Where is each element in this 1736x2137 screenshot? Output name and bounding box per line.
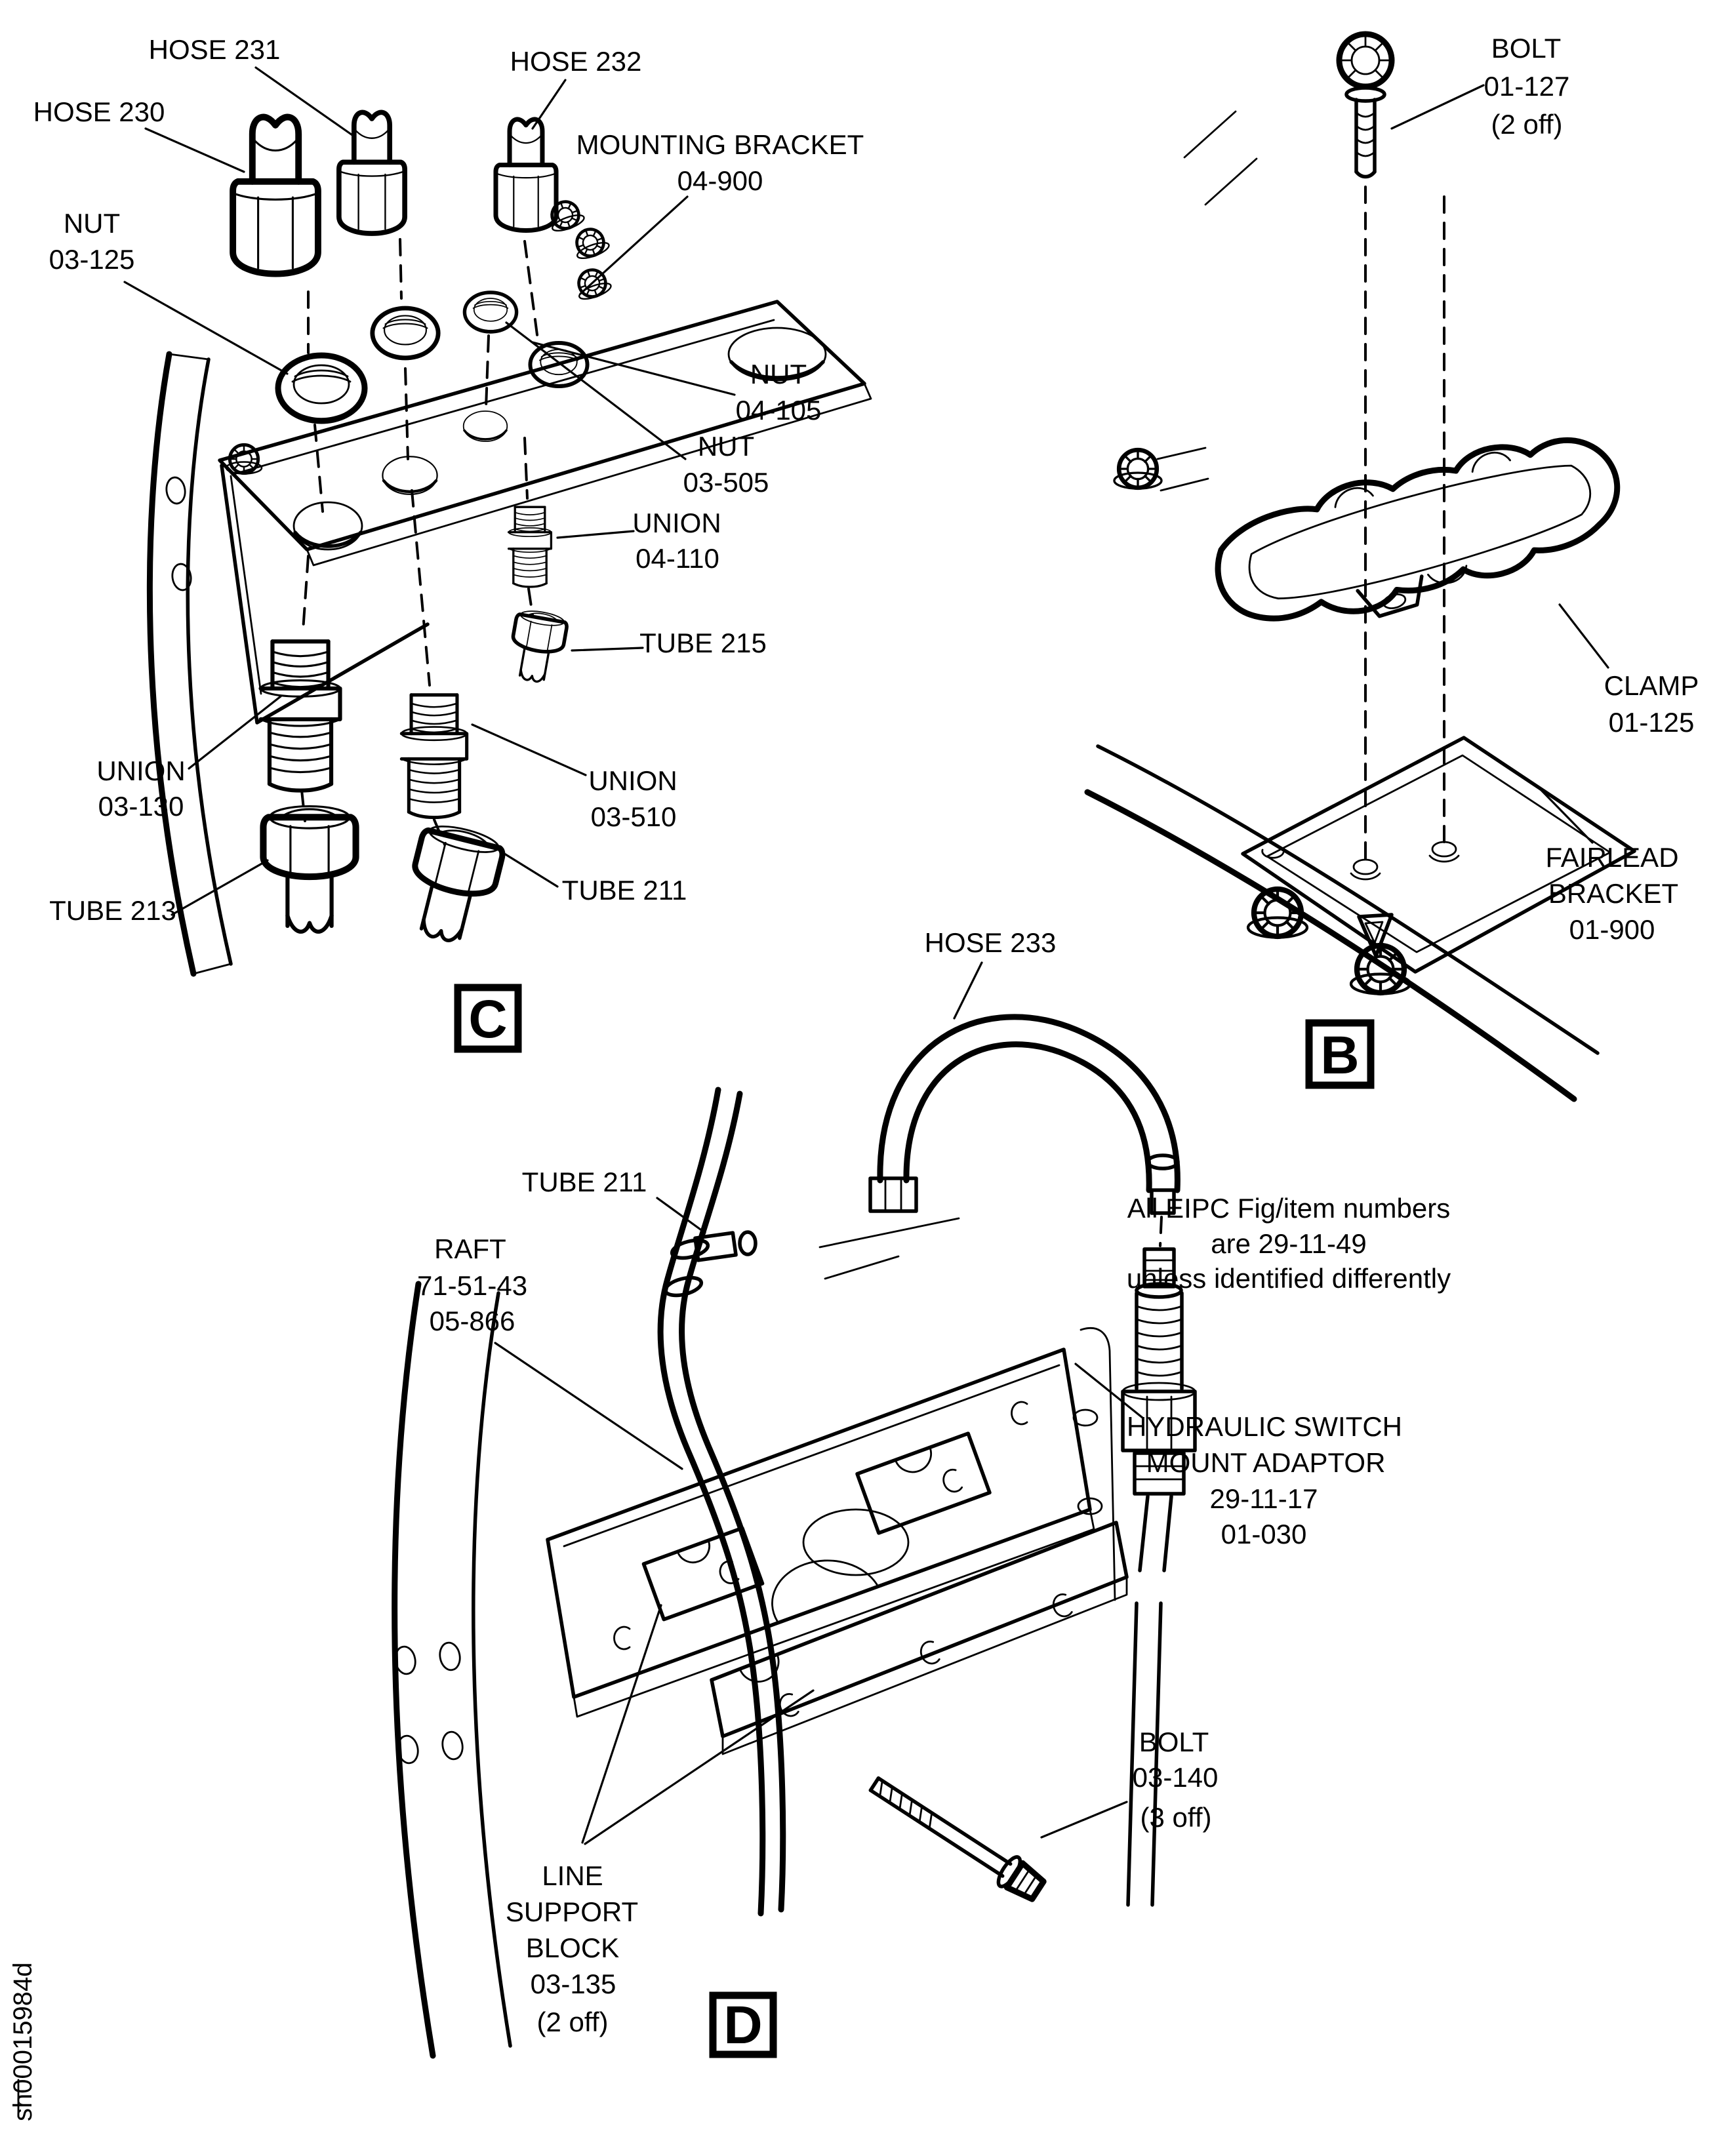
label-hsma-3: 29-11-17	[1209, 1483, 1318, 1514]
label-hose-232: HOSE 232	[510, 46, 642, 77]
frame-rail-b	[1084, 744, 1600, 1102]
label-lsb-2: SUPPORT	[506, 1896, 638, 1927]
label-bolt-01-127-qty: (2 off)	[1491, 109, 1563, 140]
label-tube-215: TUBE 215	[639, 628, 767, 658]
label-union-03-130-num: 03-130	[98, 791, 184, 822]
clamp-end-bolt-icon	[1114, 450, 1161, 489]
fairlead-bracket-drawing	[1241, 736, 1636, 974]
label-nut-03-125: NUT	[64, 208, 120, 239]
rail-nut-icon	[1248, 889, 1307, 938]
label-bolt-03-140-num: 03-140	[1133, 1762, 1219, 1793]
airframe-member-d	[392, 1281, 512, 2059]
hose-231-fitting	[339, 112, 405, 233]
tube-215-drawing	[506, 608, 569, 685]
label-hsma-1: HYDRAULIC SWITCH	[1127, 1411, 1402, 1442]
section-d: HOSE 233 TUBE 211 RAFT 71-51-43 05-866 A…	[392, 927, 1451, 2059]
raft-drawing	[546, 1217, 1116, 1718]
airframe-member-c	[146, 351, 262, 977]
label-union-04-110-num: 04-110	[636, 543, 719, 574]
label-tube-211-c: TUBE 211	[562, 875, 687, 906]
label-lsb-3: BLOCK	[526, 1932, 619, 1963]
nut-03-505-drawing	[464, 292, 516, 332]
panel-b-box	[1305, 1019, 1375, 1089]
label-lsb-5: (2 off)	[537, 2007, 609, 2037]
note-line-3: unless identified differently	[1127, 1263, 1451, 1294]
mounting-bracket-drawing	[218, 197, 872, 725]
panel-d-box	[709, 1991, 777, 2058]
panel-d-marker: D	[723, 1995, 762, 2055]
label-nut-04-105: NUT	[750, 359, 807, 389]
hose-232-fitting	[496, 119, 556, 231]
bolt-03-140-drawing	[868, 1776, 1047, 1902]
panel-c-box	[454, 984, 522, 1053]
label-mounting-bracket: MOUNTING BRACKET	[576, 129, 864, 160]
label-mounting-bracket-num: 04-900	[677, 165, 763, 196]
section-b: BOLT 01-127 (2 off) CLAMP 01-125 FAIRLEA…	[1084, 33, 1699, 1102]
label-union-04-110: UNION	[632, 508, 721, 538]
label-bolt-03-140-qty: (3 off)	[1141, 1802, 1212, 1833]
footer: sh00015984d	[9, 1963, 37, 2121]
hose-233-drawing	[868, 1014, 1181, 1247]
leader-lines-d	[494, 961, 1144, 1845]
label-nut-03-505-num: 03-505	[683, 467, 769, 498]
bolt-01-127-drawing	[1339, 34, 1392, 177]
union-04-110-drawing	[507, 506, 553, 588]
label-hose-233: HOSE 233	[925, 927, 1057, 958]
panel-b-marker: B	[1320, 1026, 1359, 1085]
label-raft-num: 05-866	[430, 1306, 515, 1336]
label-tube-213: TUBE 213	[49, 895, 176, 926]
hydraulic-switch-mount-adaptor-drawing	[1121, 1247, 1197, 1907]
label-union-03-510: UNION	[588, 765, 677, 796]
line-support-block-upper2	[855, 1431, 992, 1535]
union-03-130-drawing	[261, 641, 340, 790]
note-line-1: All EIPC Fig/item numbers	[1127, 1193, 1450, 1224]
union-03-510-drawing	[401, 695, 466, 818]
label-tube-211-d: TUBE 211	[522, 1167, 647, 1197]
label-raft: RAFT	[434, 1233, 506, 1264]
label-union-03-510-num: 03-510	[591, 801, 677, 832]
leader-lines-b	[1390, 84, 1609, 844]
tube-211-c-drawing	[399, 820, 507, 948]
label-bolt-01-127: BOLT	[1491, 33, 1562, 64]
centerlines-b	[1183, 110, 1445, 862]
centerlines-c	[300, 238, 539, 846]
label-bolt-01-127-num: 01-127	[1484, 71, 1570, 102]
line-support-block-front	[710, 1521, 1129, 1755]
nut-03-505-upper-drawing	[373, 308, 438, 358]
label-hsma-4: 01-030	[1221, 1519, 1307, 1549]
label-clamp-num: 01-125	[1609, 707, 1695, 738]
label-lsb-1: LINE	[542, 1860, 603, 1891]
label-hsma-2: MOUNT ADAPTOR	[1146, 1447, 1386, 1478]
label-nut-03-125-num: 03-125	[49, 244, 135, 275]
label-raft-fig: 71-51-43	[417, 1270, 527, 1301]
label-nut-04-105-num: 04-105	[736, 395, 822, 426]
drawing-id: sh00015984d	[9, 1963, 37, 2121]
label-clamp: CLAMP	[1604, 670, 1699, 701]
label-fairlead-num: 01-900	[1569, 914, 1655, 945]
clamp-drawing	[1215, 437, 1621, 622]
panel-c-marker: C	[468, 989, 507, 1049]
leader-lines-c	[123, 66, 736, 916]
tube-213-drawing	[263, 807, 355, 932]
note-line-2: are 29-11-49	[1211, 1228, 1366, 1259]
label-fairlead: FAIRLEAD	[1545, 842, 1678, 873]
label-nut-03-505: NUT	[698, 431, 754, 462]
label-union-03-130: UNION	[96, 755, 185, 786]
hose-230-fitting	[233, 117, 318, 274]
label-fairlead-bracket: BRACKET	[1548, 878, 1678, 909]
nut-03-125-drawing	[278, 355, 365, 421]
label-lsb-4: 03-135	[531, 1968, 616, 1999]
label-bolt-03-140: BOLT	[1139, 1727, 1209, 1757]
label-hose-230: HOSE 230	[33, 96, 165, 127]
section-c: HOSE 230 HOSE 231 HOSE 232 MOUNTING BRAC…	[33, 34, 872, 1053]
label-hose-231: HOSE 231	[149, 34, 281, 65]
